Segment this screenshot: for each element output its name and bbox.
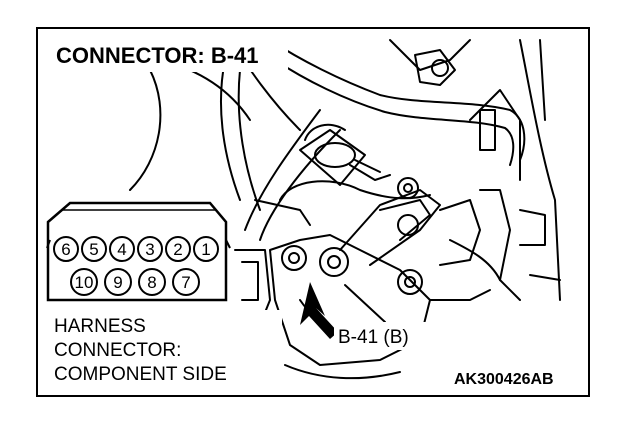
pin-label: 10 xyxy=(75,273,94,292)
engine-illustration xyxy=(129,39,561,380)
pin-10-circle xyxy=(70,268,98,296)
connector-callout: B-41 (B) xyxy=(338,327,409,348)
pin-1-circle xyxy=(193,236,219,262)
arrow-icon xyxy=(300,282,338,339)
pin-label: 1 xyxy=(201,240,210,259)
harness-connector: 6 5 4 3 2 1 10 9 8 7 xyxy=(46,201,231,302)
harness-label-bg xyxy=(50,310,282,390)
callout-bg xyxy=(334,322,428,350)
pin-7-circle xyxy=(172,268,200,296)
pin-label: 9 xyxy=(113,273,122,292)
pin-3-circle xyxy=(137,236,163,262)
harness-label-line-2: CONNECTOR: xyxy=(54,340,181,361)
pin-label: 4 xyxy=(117,240,126,259)
pin-2-circle xyxy=(165,236,191,262)
figure-title: CONNECTOR: B-41 xyxy=(56,43,259,68)
harness-label-line-1: HARNESS xyxy=(54,316,146,337)
pin-label: 8 xyxy=(147,273,156,292)
pin-4-circle xyxy=(109,236,135,262)
harness-label-line-3: COMPONENT SIDE xyxy=(54,364,227,385)
pin-9-circle xyxy=(104,268,132,296)
figure-code-bg xyxy=(450,366,584,390)
pin-label: 7 xyxy=(181,273,190,292)
pin-label: 2 xyxy=(173,240,182,259)
figure-code: AK300426AB xyxy=(454,371,554,388)
pin-5-circle xyxy=(81,236,107,262)
pin-label: 5 xyxy=(89,240,98,259)
pin-6-circle xyxy=(53,236,79,262)
pin-label: 3 xyxy=(145,240,154,259)
pin-label: 6 xyxy=(61,240,70,259)
title-bg xyxy=(50,38,288,72)
pin-8-circle xyxy=(138,268,166,296)
